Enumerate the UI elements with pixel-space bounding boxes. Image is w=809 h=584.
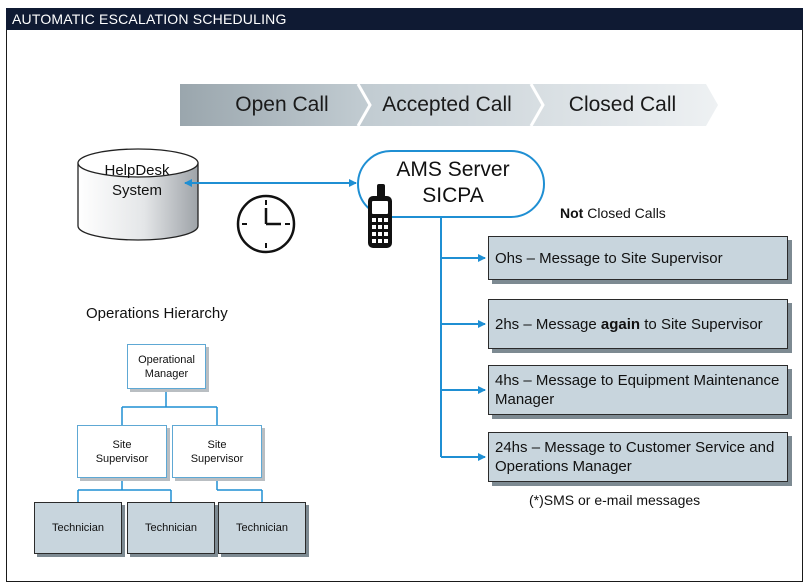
helpdesk-system-label: HelpDesk System [76, 161, 198, 201]
ams-server-label: AMS Server SICPA [362, 157, 544, 209]
ams-server-line-2: SICPA [422, 184, 484, 207]
stage-accepted-call: Accepted Call [382, 93, 512, 116]
org-site-supervisor-1: Site Supervisor [77, 425, 167, 478]
message-24h-text: 24hs – Message to Customer Service and O… [495, 439, 775, 475]
message-text-0h: Ohs – Message to Site Supervisor [495, 249, 723, 268]
message-2h-bold: again [600, 315, 641, 333]
manager-line-1: Operational [138, 353, 195, 366]
message-4h-text: 4hs – Message to Equipment Maintenance M… [495, 372, 780, 408]
org-technician-1: Technician [34, 502, 122, 554]
message-box-24h: 24hs – Message to Customer Service and O… [488, 432, 788, 482]
message-text-4h: 4hs – Message to Equipment Maintenance M… [495, 371, 781, 409]
message-text-2h: 2hs – Message again to Site Supervisor [495, 315, 763, 334]
message-text-24h: 24hs – Message to Customer Service and O… [495, 438, 781, 476]
org-site-supervisor-2: Site Supervisor [172, 425, 262, 478]
message-box-2h: 2hs – Message again to Site Supervisor [488, 299, 788, 349]
supervisor-2-line-2: Supervisor [190, 452, 244, 465]
org-operational-manager: Operational Manager [127, 344, 206, 389]
org-technician-2: Technician [127, 502, 215, 554]
stage-open-call: Open Call [235, 93, 329, 116]
manager-line-2: Manager [144, 367, 189, 380]
operations-hierarchy-title: Operations Hierarchy [86, 305, 228, 322]
supervisor-1-line-2: Supervisor [95, 452, 149, 465]
supervisor-1-line-1: Site [112, 438, 132, 451]
message-2h-before: 2hs – Message [495, 315, 601, 333]
message-box-4h: 4hs – Message to Equipment Maintenance M… [488, 365, 788, 415]
message-2h-after: to Site Supervisor [640, 315, 763, 333]
slide-title: AUTOMATIC ESCALATION SCHEDULING [6, 8, 803, 30]
helpdesk-line-2: System [111, 182, 162, 199]
not-closed-rest: Closed Calls [583, 205, 666, 221]
not-closed-bold: Not [560, 205, 584, 221]
stage-closed-call: Closed Call [568, 93, 677, 116]
helpdesk-line-1: HelpDesk [104, 162, 170, 179]
supervisor-2-line-1: Site [207, 438, 227, 451]
message-box-0h: Ohs – Message to Site Supervisor [488, 236, 788, 280]
ams-server-line-1: AMS Server [396, 158, 510, 181]
message-0h-text: Ohs – Message to Site Supervisor [495, 249, 723, 267]
not-closed-calls-heading: Not Closed Calls [560, 205, 666, 221]
org-technician-3: Technician [218, 502, 306, 554]
footnote: (*)SMS or e-mail messages [529, 492, 701, 508]
